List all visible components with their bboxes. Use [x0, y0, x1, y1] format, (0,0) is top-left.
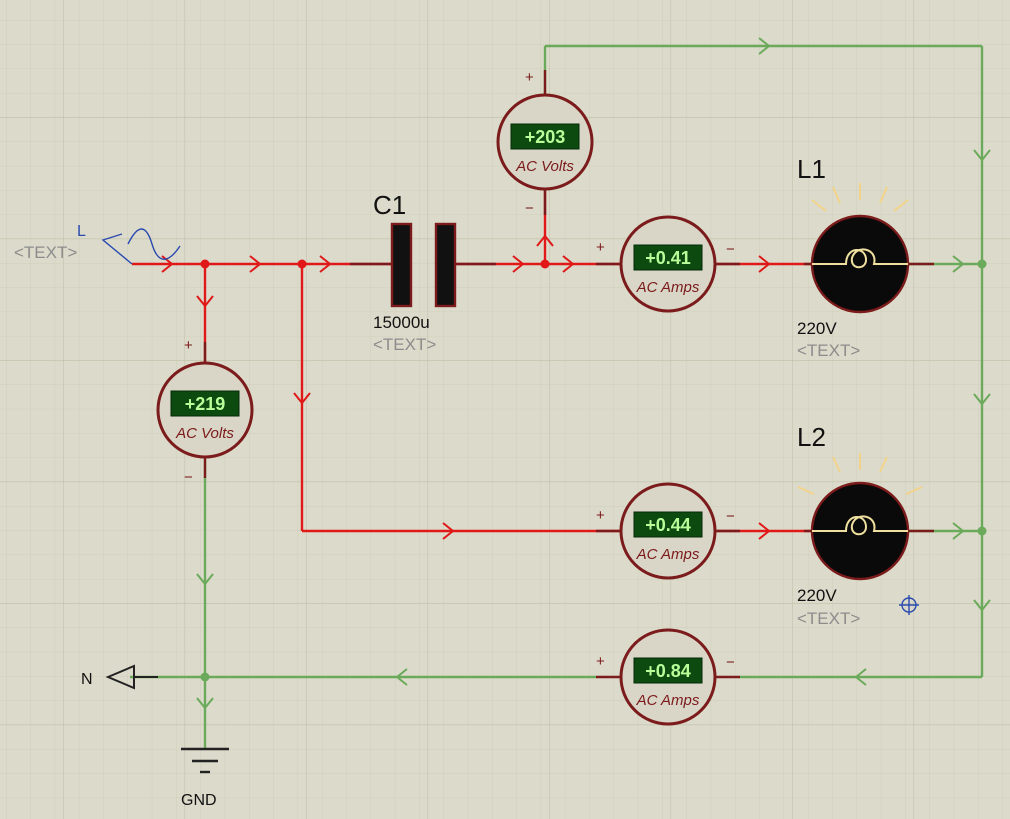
source-name: L	[77, 223, 86, 240]
capacitor-c1[interactable]: C1 15000u <TEXT>	[350, 190, 496, 354]
meter-plus-symbol: +	[596, 507, 605, 524]
meter-minus-symbol: −	[726, 654, 735, 671]
lamp-ref: L1	[797, 154, 826, 184]
lamp-value: 220V	[797, 586, 837, 605]
lamp-ref: L2	[797, 422, 826, 452]
live-flow-arrows	[161, 234, 771, 540]
live-junctions	[200, 259, 550, 269]
lamp-l1[interactable]: L1 220V <TEXT>	[797, 154, 934, 360]
meter-plus-symbol: +	[525, 69, 534, 86]
lamp-glow-rays	[797, 453, 923, 495]
lamp-glow-rays	[811, 183, 909, 212]
meter-label: AC Amps	[636, 546, 700, 563]
capacitor-plate-left	[390, 222, 413, 308]
neutral-terminal[interactable]: N	[81, 664, 158, 690]
source-terminal[interactable]: L <TEXT>	[14, 223, 181, 265]
lamp-placeholder: <TEXT>	[797, 341, 860, 360]
meter-minus-symbol: −	[726, 241, 735, 258]
capacitor-placeholder: <TEXT>	[373, 335, 436, 354]
capacitor-value: 15000u	[373, 313, 430, 332]
sine-wave-icon	[127, 228, 181, 260]
meter-plus-symbol: +	[596, 653, 605, 670]
meter-reading: +203	[525, 127, 566, 147]
neutral-flow-arrows	[196, 37, 991, 710]
meter-label: AC Volts	[175, 425, 234, 442]
lamp-placeholder: <TEXT>	[797, 609, 860, 628]
lamp-filament-icon	[812, 515, 908, 536]
source-terminal-symbol	[101, 233, 133, 265]
meter-label: AC Volts	[515, 158, 574, 175]
meter-plus-symbol: +	[596, 239, 605, 256]
ammeter-l1[interactable]: +0.41 AC Amps + −	[596, 215, 740, 313]
meter-display	[633, 511, 703, 538]
meter-display	[510, 123, 580, 150]
capacitor-plate-right	[434, 222, 457, 308]
meter-label: AC Amps	[636, 279, 700, 296]
lamp-filament-icon	[812, 248, 908, 269]
meter-minus-symbol: −	[726, 508, 735, 525]
voltmeter-capacitor[interactable]: +203 AC Volts + −	[496, 69, 594, 217]
meter-display	[170, 390, 240, 417]
voltmeter-source[interactable]: +219 AC Volts + −	[156, 337, 254, 486]
ammeter-return[interactable]: +0.84 AC Amps + −	[596, 628, 740, 726]
capacitor-ref: C1	[373, 190, 406, 220]
meter-plus-symbol: +	[184, 337, 193, 354]
source-placeholder: <TEXT>	[14, 243, 77, 262]
lamp-l2[interactable]: L2 220V <TEXT>	[797, 422, 934, 628]
meter-minus-symbol: −	[525, 200, 534, 217]
meter-reading: +0.41	[645, 248, 691, 268]
meter-label: AC Amps	[636, 692, 700, 709]
ground-name: GND	[181, 792, 217, 809]
meter-display	[633, 244, 703, 271]
meter-reading: +0.44	[645, 515, 691, 535]
meter-minus-symbol: −	[184, 469, 193, 486]
neutral-terminal-name: N	[81, 671, 93, 688]
neutral-junctions	[200, 259, 987, 682]
ammeter-l2[interactable]: +0.44 AC Amps + −	[596, 482, 740, 580]
crosshair-cursor-icon	[899, 595, 919, 615]
ground-symbol[interactable]: GND	[181, 747, 229, 809]
meter-reading: +0.84	[645, 661, 691, 681]
lamp-value: 220V	[797, 319, 837, 338]
meter-reading: +219	[185, 394, 226, 414]
meter-display	[633, 657, 703, 684]
